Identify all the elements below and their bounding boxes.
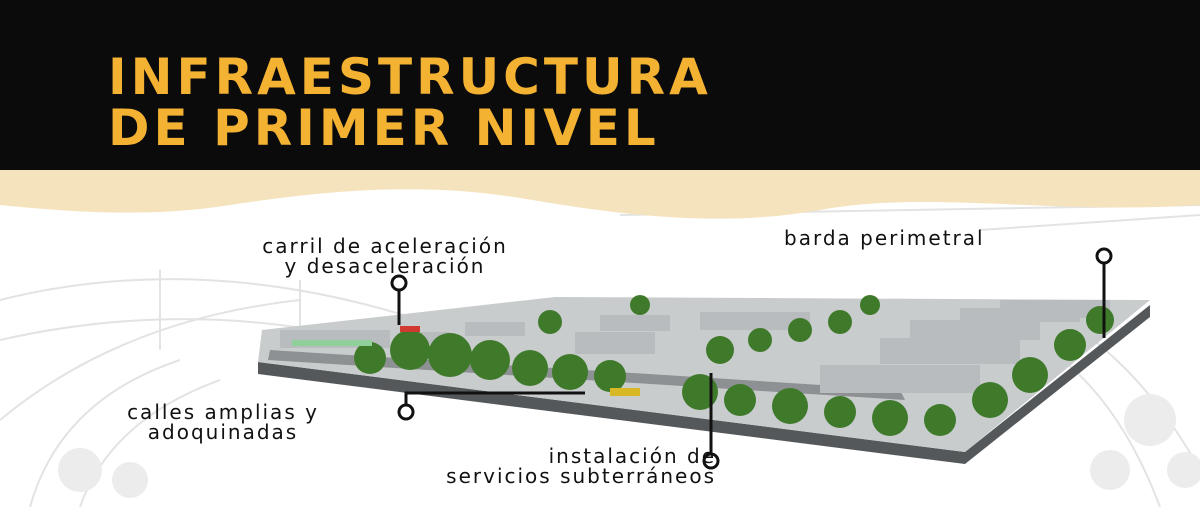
- callout-carril-line-2: y desaceleración: [284, 254, 486, 278]
- callout-instalacion-line-1: instalación de: [548, 444, 716, 468]
- connector-calles-dot: [397, 403, 415, 421]
- callout-calles: calles amplias y adoquinadas: [58, 402, 388, 442]
- park-accents: [292, 326, 640, 396]
- callout-carril-line-1: carril de aceleración: [262, 234, 508, 258]
- park-base-side: [258, 362, 965, 464]
- callout-connectors: [390, 247, 1113, 470]
- page-title-line-1: INFRAESTRUCTURA: [108, 48, 712, 106]
- connector-instalacion-dot: [702, 452, 720, 470]
- callout-barda: barda perimetral: [784, 228, 985, 248]
- callout-instalacion: instalación de servicios subterráneos: [398, 446, 716, 486]
- connector-carril-dot: [390, 274, 408, 292]
- connector-calles: [404, 391, 585, 405]
- park-base-side-right: [965, 305, 1150, 464]
- callout-calles-line-2: adoquinadas: [147, 420, 299, 444]
- sand-band: [0, 170, 1200, 219]
- callout-carril: carril de aceleración y desaceleración: [180, 236, 590, 276]
- page-title-line-2: DE PRIMER NIVEL: [108, 99, 660, 157]
- header-band: [0, 0, 1200, 170]
- callout-calles-line-1: calles amplias y: [127, 400, 319, 424]
- connector-barda-dot: [1095, 247, 1113, 265]
- callout-instalacion-line-2: servicios subterráneos: [446, 464, 716, 488]
- park-trees: [354, 295, 1114, 436]
- industrial-park-model: [258, 295, 1150, 464]
- callout-barda-line-1: barda perimetral: [784, 226, 985, 250]
- background-palm-silhouettes: [58, 394, 1200, 498]
